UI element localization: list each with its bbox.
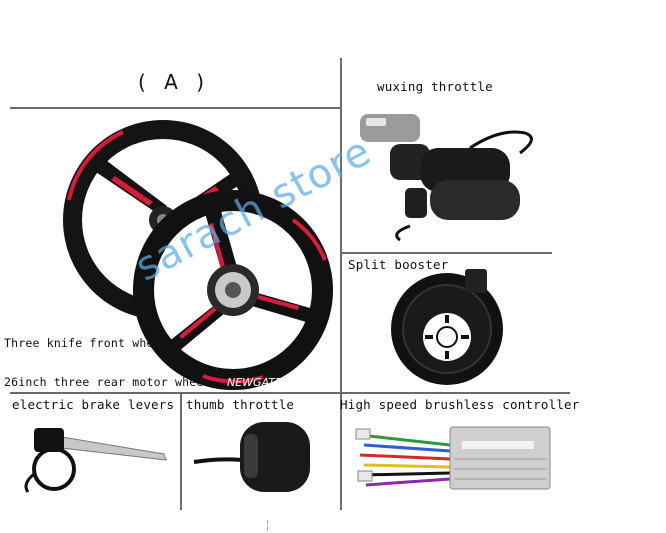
divider-horizontal-bottom — [10, 392, 570, 394]
booster-label: Split booster — [348, 257, 449, 272]
brake-lever-icon — [24, 428, 167, 493]
pas-sensor-icon — [391, 269, 503, 385]
brake-label: electric brake levers — [12, 397, 175, 412]
thumb-throttle-icon — [193, 422, 310, 492]
divider-vertical-bottom — [180, 392, 182, 510]
controller-icon — [355, 426, 551, 490]
throttle-icon — [360, 114, 533, 242]
rear-wheel-label: 26inch three rear motor wheel — [4, 375, 211, 389]
controller-label: High speed brushless controller — [340, 397, 580, 412]
rim-brand-text: NEWGATE — [227, 376, 282, 389]
divider-horizontal-right — [340, 252, 552, 254]
thumb-throttle-label: thumb throttle — [186, 397, 295, 412]
divider-horizontal-top — [10, 107, 340, 109]
throttle-label: wuxing throttle — [377, 79, 493, 94]
front-wheel-label: Three knife front wheel — [4, 336, 168, 350]
panel-title: ( A ) — [138, 70, 211, 94]
bottom-mark: ¦ — [264, 518, 272, 532]
divider-vertical-main — [340, 58, 342, 510]
wheel-icon: NEWGATE — [63, 120, 333, 390]
